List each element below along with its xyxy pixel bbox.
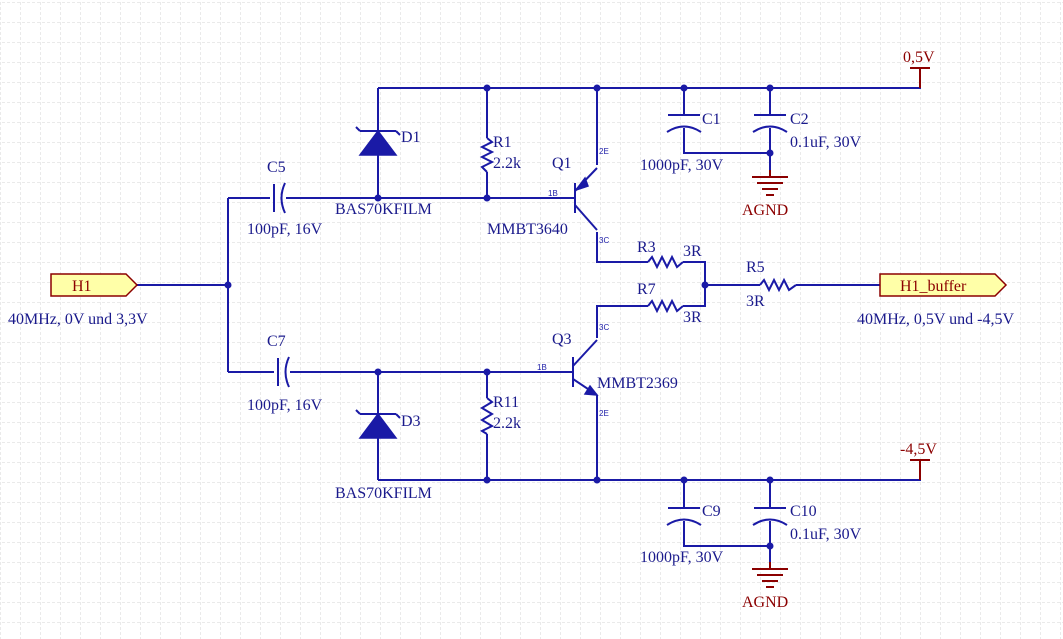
junction-dot: [766, 476, 774, 484]
q3-pin-c: 3C: [599, 323, 609, 332]
wire-q3-collector: [596, 305, 648, 338]
capacitor-c10[interactable]: C10 0.1uF, 30V: [752, 503, 862, 543]
ground-top-symbol: AGND: [742, 170, 788, 219]
c9-ref: C9: [702, 503, 721, 520]
junction-dot: [374, 194, 382, 202]
junction-dot: [483, 84, 491, 92]
power-0v5-label: 0,5V: [903, 49, 935, 66]
diode-d3[interactable]: D3 BAS70KFILM: [335, 409, 432, 502]
transistor-q3[interactable]: Q3 MMBT2369 1B 2E 3C: [537, 323, 678, 418]
resistor-r7[interactable]: R7 3R: [637, 281, 702, 326]
junction-dot: [680, 476, 688, 484]
c7-ref: C7: [267, 333, 286, 350]
q1-ref: Q1: [552, 155, 572, 172]
ground-bottom-symbol: AGND: [742, 562, 788, 611]
ground-top-label: AGND: [742, 202, 788, 219]
c1-value: 1000pF, 30V: [640, 157, 724, 174]
power-neg4v5-symbol: -4,5V: [900, 441, 937, 480]
d1-ref: D1: [401, 129, 421, 146]
r11-ref: R11: [493, 394, 519, 411]
r5-value: 3R: [746, 293, 765, 310]
d1-value: BAS70KFILM: [335, 201, 432, 218]
wire-q1-collector: [596, 232, 648, 263]
c7-value: 100pF, 16V: [247, 397, 323, 414]
junction-dot: [766, 149, 774, 157]
capacitor-c1[interactable]: C1 1000pF, 30V: [640, 111, 724, 174]
q3-pin-e: 2E: [599, 409, 609, 418]
r3-value: 3R: [683, 243, 702, 260]
c2-value: 0.1uF, 30V: [790, 134, 862, 151]
junction-dot: [766, 84, 774, 92]
capacitor-c5[interactable]: C5 100pF, 16V: [247, 159, 323, 238]
q1-pin-c: 3C: [599, 236, 609, 245]
port-h1-buffer-note: 40MHz, 0,5V und -4,5V: [857, 311, 1014, 328]
junction-dot: [766, 542, 774, 550]
junction-dot: [224, 281, 232, 289]
junction-dot: [593, 84, 601, 92]
q3-value: MMBT2369: [597, 375, 678, 392]
junction-dot: [680, 84, 688, 92]
diode-d1[interactable]: D1 BAS70KFILM: [335, 126, 432, 218]
c2-ref: C2: [790, 111, 809, 128]
q3-pin-b: 1B: [537, 363, 547, 372]
d3-ref: D3: [401, 413, 421, 430]
capacitor-c7[interactable]: C7 100pF, 16V: [247, 333, 323, 414]
c1-ref: C1: [702, 111, 721, 128]
q1-pin-b: 1B: [548, 189, 558, 198]
c10-ref: C10: [790, 503, 817, 520]
c9-value: 1000pF, 30V: [640, 549, 724, 566]
r1-value: 2.2k: [493, 155, 521, 172]
c5-ref: C5: [267, 159, 286, 176]
capacitor-c2[interactable]: C2 0.1uF, 30V: [752, 111, 862, 151]
q1-pin-e: 2E: [599, 147, 609, 156]
junctions: [224, 84, 774, 550]
r7-ref: R7: [637, 281, 656, 298]
junction-dot: [374, 368, 382, 376]
resistor-r11[interactable]: R11 2.2k: [479, 394, 521, 435]
power-0v5-symbol: 0,5V: [903, 49, 935, 88]
q3-ref: Q3: [552, 331, 572, 348]
wire-c9-bottom: [683, 521, 770, 547]
junction-dot: [483, 194, 491, 202]
port-h1-note: 40MHz, 0V und 3,3V: [8, 311, 148, 328]
transistor-q1[interactable]: Q1 MMBT3640 1B 2E 3C: [487, 147, 609, 245]
d3-value: BAS70KFILM: [335, 485, 432, 502]
c5-value: 100pF, 16V: [247, 221, 323, 238]
q1-value: MMBT3640: [487, 221, 568, 238]
r1-ref: R1: [493, 134, 512, 151]
r3-ref: R3: [637, 239, 656, 256]
port-h1[interactable]: H1: [50, 273, 139, 297]
junction-dot: [593, 476, 601, 484]
resistor-r3[interactable]: R3 3R: [637, 239, 702, 270]
r11-value: 2.2k: [493, 415, 521, 432]
port-h1-label: H1: [72, 278, 92, 295]
junction-dot: [483, 476, 491, 484]
c10-value: 0.1uF, 30V: [790, 526, 862, 543]
resistor-r1[interactable]: R1 2.2k: [479, 134, 521, 173]
port-h1-buffer[interactable]: H1_buffer: [879, 273, 1008, 297]
port-h1-buffer-label: H1_buffer: [900, 278, 967, 295]
capacitor-c9[interactable]: C9 1000pF, 30V: [640, 503, 724, 566]
r5-ref: R5: [746, 259, 765, 276]
junction-dot: [483, 368, 491, 376]
junction-dot: [701, 281, 709, 289]
wire-c1-bottom: [683, 128, 770, 154]
power-neg4v5-label: -4,5V: [900, 441, 937, 458]
resistor-r5[interactable]: R5 3R: [742, 259, 797, 310]
r7-value: 3R: [683, 309, 702, 326]
ground-bottom-label: AGND: [742, 594, 788, 611]
